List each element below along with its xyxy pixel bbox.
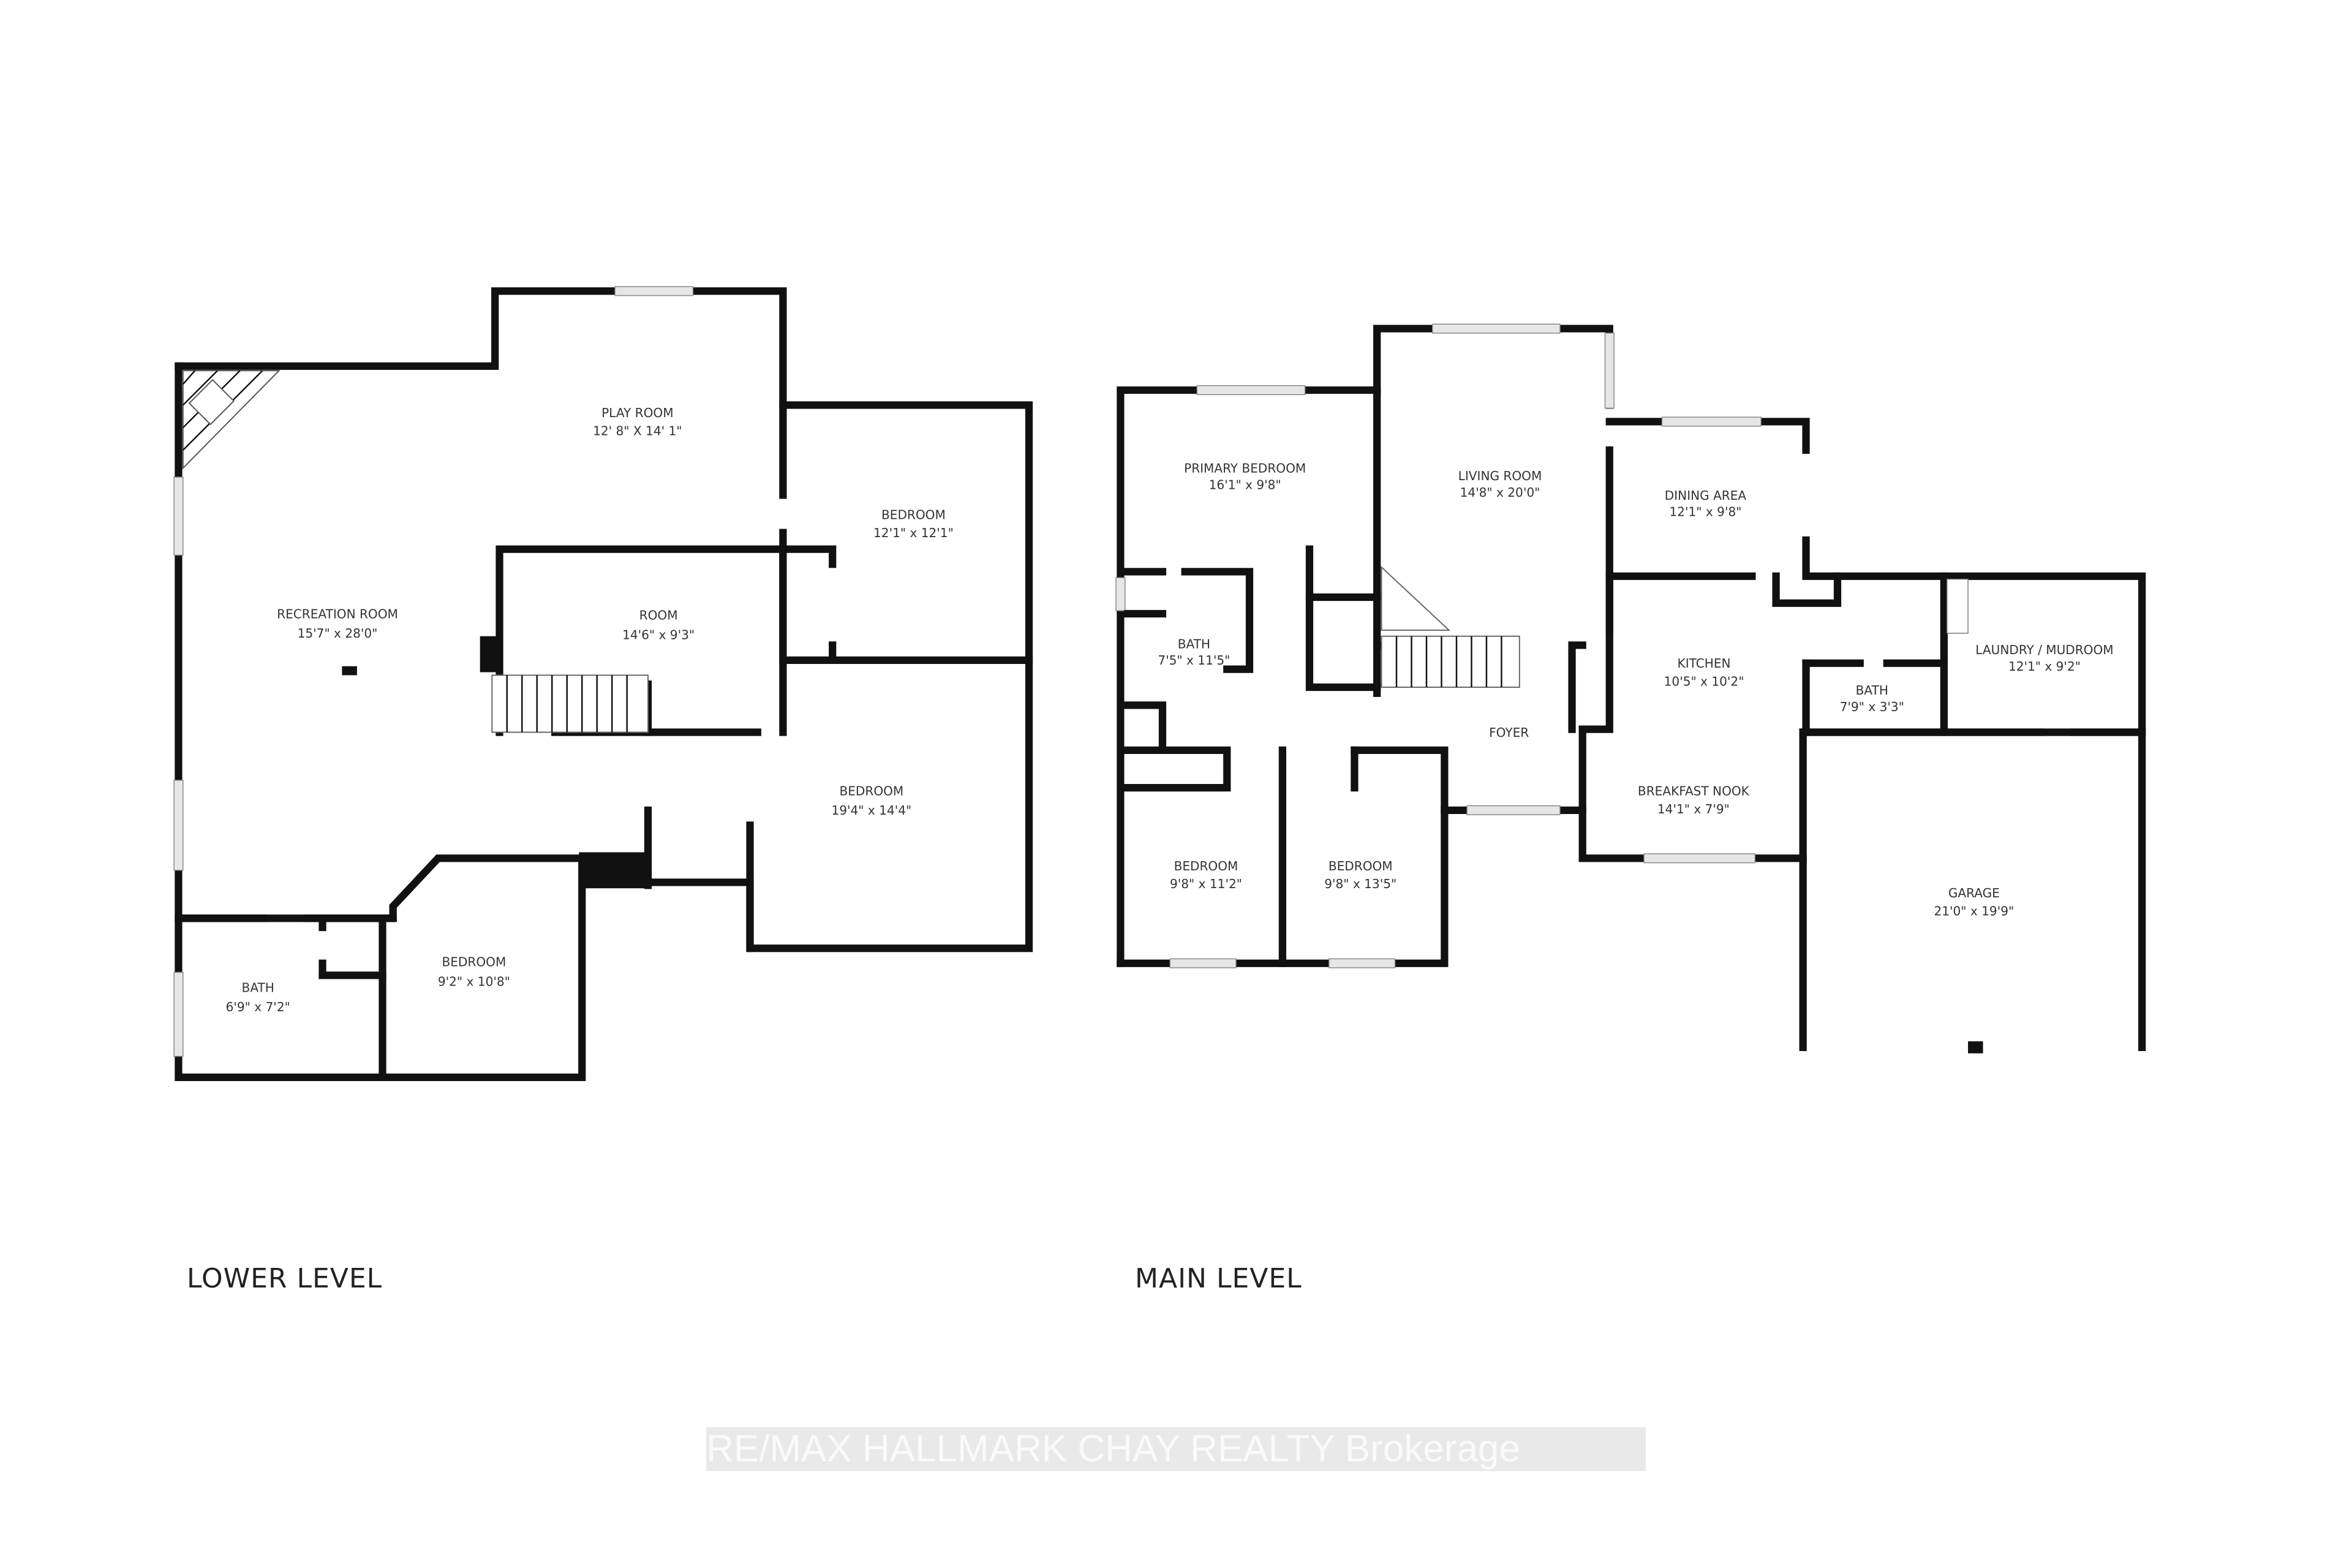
stairs-icon-laundry [1947, 578, 1969, 634]
room-label-bath-small: BATH [1856, 683, 1888, 698]
room-dims-bedroom-2: 19'4" x 14'4" [831, 803, 911, 818]
room-dims-bath: 6'9" x 7'2" [226, 1000, 290, 1014]
room-label-dining-area: DINING AREA [1665, 488, 1747, 503]
room-dims-recreation-room: 15'7" x 28'0" [298, 626, 378, 641]
room-label-bedroom-2: BEDROOM [839, 783, 903, 798]
room-label-laundry: LAUNDRY / MUDROOM [1975, 643, 2113, 657]
lower-level-plan: PLAY ROOM 12' 8" X 14' 1" RECREATION ROO… [173, 286, 1033, 1082]
room-dims-bedroom-3: 9'2" x 10'8" [438, 974, 510, 989]
room-dims-room: 14'6" x 9'3" [622, 628, 695, 643]
room-label-bedroom-3: BEDROOM [442, 955, 506, 970]
room-dims-bedroom-b: 9'8" x 13'5" [1324, 876, 1396, 891]
room-label-kitchen: KITCHEN [1678, 656, 1731, 671]
room-label-primary-bedroom: PRIMARY BEDROOM [1184, 461, 1306, 476]
room-dims-dining-area: 12'1" x 9'8" [1669, 505, 1741, 519]
room-dims-living-room: 14'8" x 20'0" [1460, 485, 1540, 500]
room-label-bath: BATH [242, 980, 274, 995]
room-dims-kitchen: 10'5" x 10'2" [1664, 674, 1744, 689]
main-level-plan: PRIMARY BEDROOM 16'1" x 9'8" LIVING ROOM… [1115, 323, 2146, 1054]
room-dims-garage: 21'0" x 19'9" [1934, 903, 2014, 918]
room-label-bath-primary: BATH [1178, 636, 1210, 651]
room-dims-bath-primary: 7'5" x 11'5" [1158, 653, 1230, 668]
room-dims-laundry: 12'1" x 9'2" [2008, 659, 2081, 674]
stairs-icon-main [1381, 565, 1520, 688]
lower-level-label: LOWER LEVEL [187, 1263, 383, 1294]
room-label-breakfast-nook: BREAKFAST NOOK [1638, 783, 1750, 798]
room-label-bedroom-a: BEDROOM [1174, 859, 1238, 873]
room-label-living-room: LIVING ROOM [1458, 469, 1542, 483]
room-dims-breakfast-nook: 14'1" x 7'9" [1657, 802, 1730, 816]
main-level-label: MAIN LEVEL [1135, 1263, 1302, 1294]
fireplace-icon [182, 370, 281, 470]
room-label-play-room: PLAY ROOM [601, 405, 673, 420]
room-label-room: ROOM [639, 608, 678, 623]
brokerage-watermark: RE/MAX HALLMARK CHAY REALTY Brokerage [706, 1427, 1646, 1471]
room-dims-bedroom-a: 9'8" x 11'2" [1170, 876, 1242, 891]
room-label-bedroom-1: BEDROOM [881, 508, 946, 522]
room-label-recreation-room: RECREATION ROOM [277, 606, 398, 621]
stairs-icon [491, 674, 649, 733]
room-dims-primary-bedroom: 16'1" x 9'8" [1209, 478, 1281, 492]
room-label-foyer: FOYER [1489, 725, 1529, 740]
room-dims-bedroom-1: 12'1" x 12'1" [873, 526, 954, 540]
room-dims-play-room: 12' 8" X 14' 1" [593, 423, 682, 438]
room-label-bedroom-b: BEDROOM [1329, 859, 1393, 873]
room-dims-bath-small: 7'9" x 3'3" [1840, 699, 1904, 714]
room-label-garage: GARAGE [1948, 886, 2000, 900]
